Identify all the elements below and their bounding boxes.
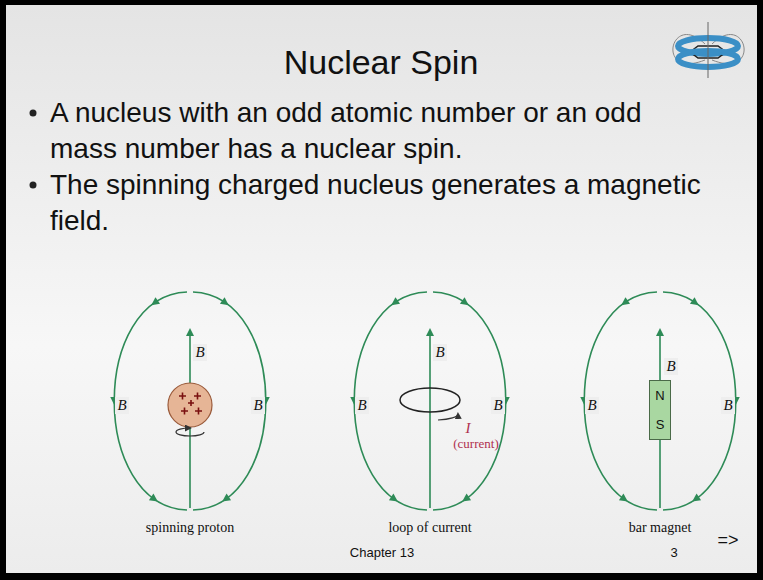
field-arrowhead: [460, 297, 471, 308]
figure-caption: bar magnet: [629, 520, 692, 536]
field-label: B: [491, 397, 504, 414]
field-label: B: [664, 358, 677, 375]
field-label: B: [251, 397, 264, 414]
field-label: B: [721, 397, 734, 414]
field-axis: [429, 330, 431, 508]
benzene-icon: [673, 22, 744, 78]
current-label: (current): [453, 436, 498, 452]
field-line: [354, 292, 427, 510]
current-loop: [400, 388, 460, 412]
field-line: [584, 292, 657, 510]
slide-title: Nuclear Spin: [284, 43, 479, 82]
bullet-text: A nucleus with an odd atomic number or a…: [50, 95, 710, 167]
field-label: B: [433, 344, 446, 361]
field-arrowhead: [149, 494, 160, 505]
figure-caption: loop of current: [388, 520, 471, 536]
chapter-footer: Chapter 13: [350, 545, 414, 560]
field-arrowhead: [619, 297, 630, 308]
field-label: B: [355, 397, 368, 414]
field-label: B: [193, 344, 206, 361]
field-line: [663, 292, 736, 510]
bullet-dot: [30, 110, 37, 117]
field-arrowhead: [389, 494, 400, 505]
current-arrow: [438, 414, 458, 420]
bar-magnet: NS: [649, 380, 671, 440]
field-arrowhead: [690, 297, 701, 308]
proton: [168, 383, 212, 427]
bullet-dot: [30, 182, 37, 189]
field-arrowhead: [220, 297, 231, 308]
pole-label: N: [655, 389, 664, 403]
field-arrowhead: [389, 297, 400, 308]
next-arrow: =>: [717, 530, 738, 551]
field-label: B: [115, 397, 128, 414]
field-axis: [659, 440, 661, 508]
field-line: [433, 292, 506, 510]
current-label: I: [466, 420, 471, 437]
field-arrowhead: [619, 494, 630, 505]
field-arrowhead: [220, 494, 231, 505]
field-arrowhead: [690, 494, 701, 505]
spin-arrow: [176, 428, 204, 436]
field-axis: [659, 330, 661, 380]
pole-label: S: [656, 418, 665, 432]
field-label: B: [585, 397, 598, 414]
slide-number: 3: [670, 545, 677, 560]
field-arrowhead: [149, 297, 160, 308]
plus-charges: [179, 393, 202, 415]
field-arrowhead: [460, 494, 471, 505]
figure-caption: spinning proton: [146, 520, 234, 536]
bullet-text: The spinning charged nucleus generates a…: [50, 167, 710, 239]
